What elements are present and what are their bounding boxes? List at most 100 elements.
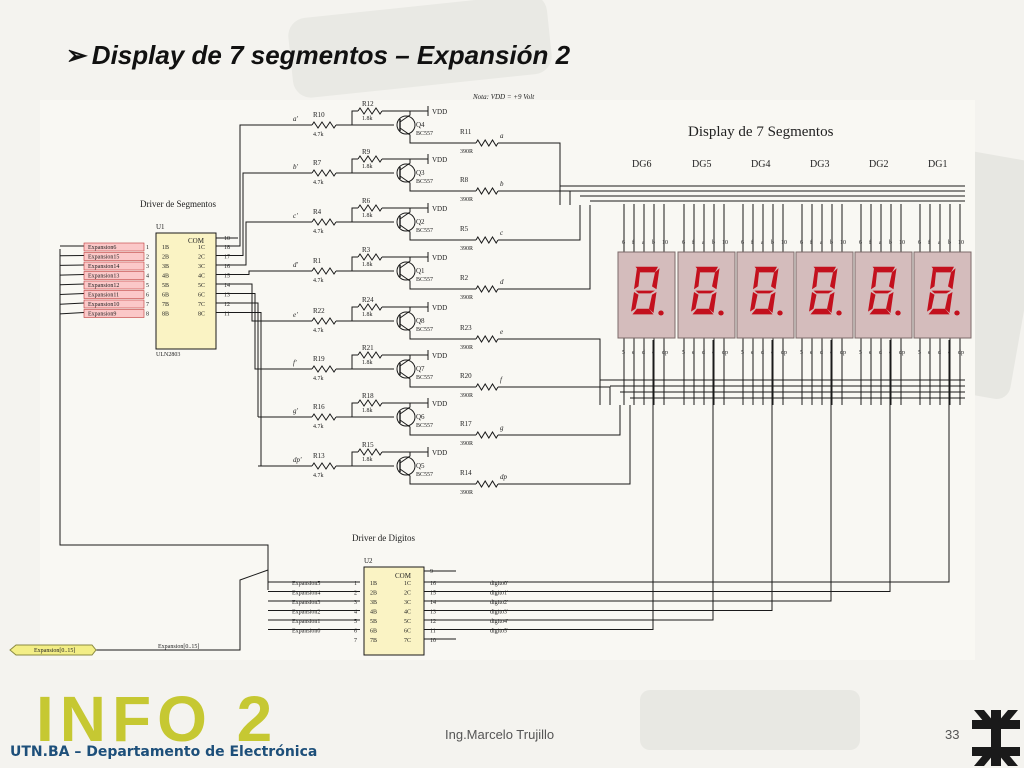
segment-d [810,308,832,315]
u1-b-label: 6B [162,293,169,299]
segment-bus-wire [498,405,631,485]
u1-output-pin: 17 [224,255,230,261]
u1-input-pin: 2 [146,255,149,261]
display-bottom-pin: c [948,350,951,356]
segment-resistor [475,236,499,244]
u1-input-pin: 3 [146,264,149,270]
display-bottom-pin: d [642,350,645,356]
transistor-part: BC557 [416,423,433,429]
transistor-symbol [396,456,416,476]
display-top-pin: 6 [800,240,803,246]
u2-input-pin: 4 [354,610,357,616]
u2-input-pin: 2 [354,591,357,597]
pullup-wire [351,207,358,222]
u1-output-wire [216,221,258,266]
segment-f [812,268,818,290]
display-top-pin: b [889,240,892,246]
segment-net-label: b [500,180,504,188]
u2-com-label: COM [395,572,412,580]
pullup-wire [351,110,358,125]
display-bottom-pin: d [879,350,882,356]
segment-f [930,268,936,290]
u1-output-wire [216,124,258,247]
segment-dp [836,310,842,316]
u2-c-label: 5C [404,619,411,625]
display-bottom-pin: c [889,350,892,356]
vdd-label: VDD [432,304,447,312]
segment-resistor-ref: R11 [460,128,472,136]
transistor-symbol [396,407,416,427]
transistor-emitter [399,355,411,367]
u2-input-label: Expansion3 [292,600,320,606]
vdd-label: VDD [432,352,447,360]
u2-c-label: 1C [404,581,411,587]
segment-net-label: e [500,328,503,336]
pullup-resistor-ref: R12 [362,100,374,108]
bus-wire [96,569,269,651]
schematic-wires [59,106,965,651]
base-resistor [311,218,337,226]
display-bottom-pin: c [830,350,833,356]
segment-digit [868,266,901,316]
u1-input-net-label [83,299,145,309]
segment-b [948,268,956,290]
base-resistor [311,462,337,470]
u2-output-pin: 13 [430,610,436,616]
transistor-collector [399,468,476,485]
seven-segment-display [854,251,913,339]
pullup-wire [351,256,358,271]
segment-resistor [475,431,499,439]
seven-segment-display [677,251,736,339]
seven-segment-display [795,251,854,339]
segment-resistor-value: 390R [460,393,473,399]
u2-output-pin: 14 [430,600,436,606]
display-bottom-pin: dp [958,350,964,356]
display-top-pin: f [751,239,753,246]
display-top-pin: 10 [722,240,728,246]
u2-c-label: 3C [404,600,411,606]
u1-input-label: Expansion13 [88,274,119,280]
u2-input-label: Expansion5 [292,581,320,587]
segment-e [868,292,876,312]
segment-c [827,292,835,313]
segment-resistor [475,383,499,391]
segment-b [652,268,660,290]
segment-net-label: a [500,132,504,140]
digit-label-2: DG2 [869,159,888,170]
base-resistor [311,169,337,177]
segment-b [889,268,897,290]
display-top-pin: 10 [840,240,846,246]
u1-input-wire [59,312,85,315]
u1-input-pin: 1 [146,245,149,251]
bus-port [9,644,97,656]
vdd-label: VDD [432,108,447,116]
segment-bus-wire [498,205,591,290]
segment-resistor-ref: R20 [460,372,472,380]
vdd-note: Nota: VDD = +9 Volt [472,93,535,101]
segment-c [709,292,717,313]
u1-input-net-label [83,309,145,318]
transistor-part: BC557 [416,472,433,478]
u1-input-label: Expansion11 [88,293,119,299]
slide-title: ➢Display de 7 segmentos – Expansión 2 [66,40,570,71]
segment-a [754,266,777,273]
segment-d [869,308,891,315]
u2-input-label: Expansion2 [292,610,320,616]
base-resistor-value: 4.7k [313,180,324,186]
u2-b-label: 5B [370,619,377,625]
u1-input-pin: 6 [146,293,149,299]
u1-input-net-label [83,271,145,280]
display-bottom-pin: e [928,350,931,356]
display-title: Display de 7 Segmentos [688,124,834,140]
segment-resistor-ref: R17 [460,420,472,428]
display-top-pin: 10 [662,240,668,246]
display-bottom-pin: dp [662,350,668,356]
transistor-emitter [399,208,411,220]
stage-net-label: a' [293,115,299,123]
display-top-pin: f [869,239,871,246]
transistor-collector [399,175,476,192]
segment-d [692,308,714,315]
u2-chip [363,566,425,656]
display-bottom-pin: 5 [741,350,744,356]
